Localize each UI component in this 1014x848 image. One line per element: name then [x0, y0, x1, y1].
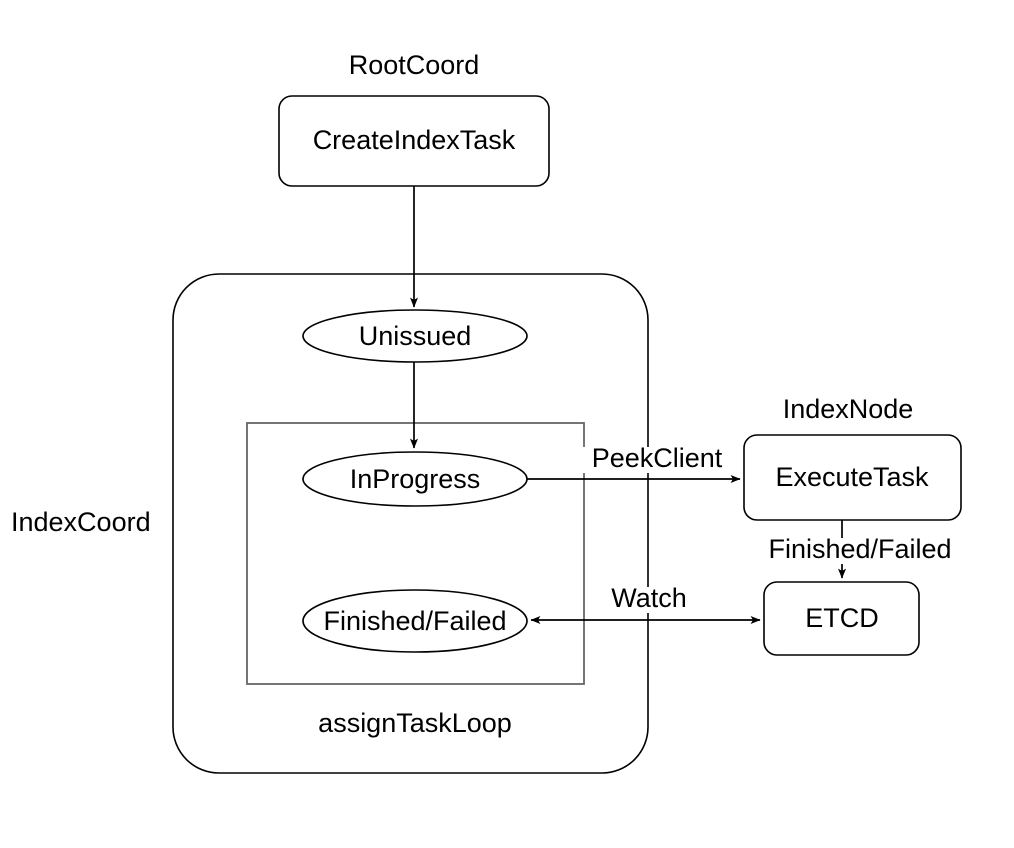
node-etcd-label: ETCD: [805, 603, 879, 633]
edge-label-backdrop-finished-failed: [758, 538, 963, 564]
group-label-root-coord: RootCoord: [349, 50, 480, 80]
node-create-index-task-label: CreateIndexTask: [313, 125, 516, 155]
node-execute-task[interactable]: [743, 434, 962, 521]
group-label-index-coord: IndexCoord: [11, 507, 151, 537]
edge-label-finished-failed: Finished/Failed: [768, 534, 951, 564]
group-label-index-node: IndexNode: [783, 394, 914, 424]
group-container-assign-task-loop: [246, 422, 585, 685]
node-unissued-label: Unissued: [359, 321, 472, 351]
node-create-index-task[interactable]: [278, 95, 550, 187]
node-unissued[interactable]: [302, 309, 528, 363]
node-etcd[interactable]: [763, 581, 920, 656]
node-execute-task-label: ExecuteTask: [775, 462, 929, 492]
edge-label-watch: Watch: [611, 583, 687, 613]
group-label-assign-task-loop: assignTaskLoop: [318, 708, 512, 738]
node-in-progress-label: InProgress: [350, 464, 481, 494]
node-in-progress[interactable]: [302, 451, 528, 507]
edge-label-backdrop-peek-client: [582, 447, 732, 473]
edge-label-backdrop-watch: [606, 587, 692, 613]
edge-label-peek-client: PeekClient: [592, 443, 723, 473]
node-finished-failed-state[interactable]: [302, 589, 528, 653]
group-container-index-coord: [172, 273, 649, 774]
node-finished-failed-state-label: Finished/Failed: [323, 606, 506, 636]
